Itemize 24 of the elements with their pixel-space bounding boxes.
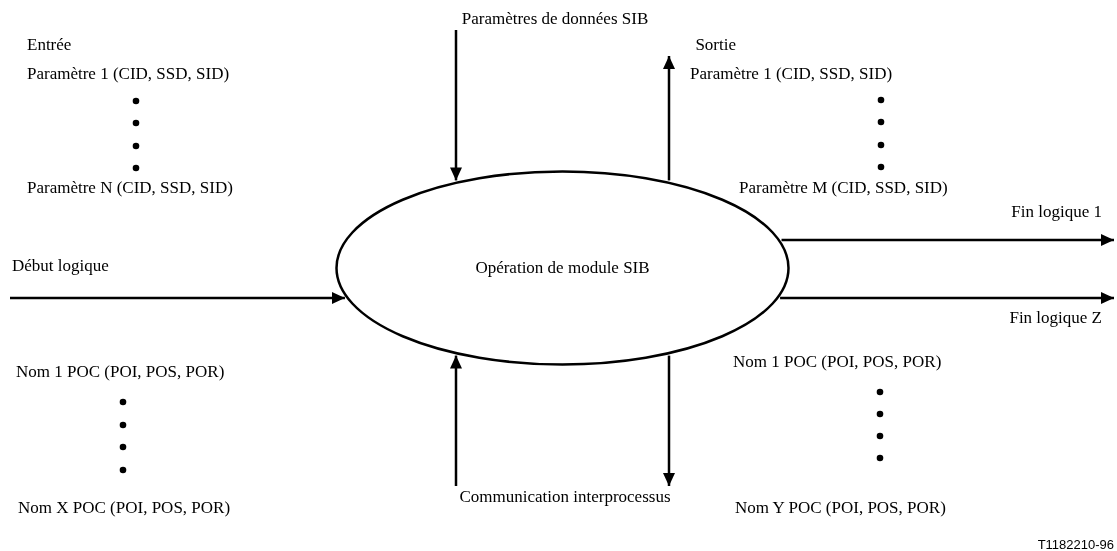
figure-number: T1182210-96 [1037,536,1114,551]
edge-label: Fin logique 1 [1011,202,1102,222]
parameter-label: Nom 1 POC (POI, POS, POR) [16,362,225,382]
edge-label: Fin logique Z [1009,308,1102,328]
parameter-label: Paramètre 1 (CID, SSD, SID) [27,64,230,84]
arrow [781,234,1114,246]
input-label: Sortie [695,35,736,55]
arrow [450,355,462,486]
edge-label: Début logique [12,256,109,276]
process-label: Opération de module SIB [475,258,650,278]
arrow [450,30,462,181]
arrow [10,292,345,304]
parameter-label: Paramètre 1 (CID, SSD, SID) [690,64,893,84]
arrow [663,56,675,181]
parameter-label: Nom X POC (POI, POS, POR) [18,498,231,518]
parameter-label: Nom 1 POC (POI, POS, POR) [733,352,942,372]
input-label: Paramètres de données SIB [461,9,649,29]
input-label: Communication interprocessus [459,487,671,507]
arrow [780,292,1114,304]
arrow [663,355,675,486]
parameter-label: Paramètre N (CID, SSD, SID) [27,178,233,198]
parameter-label: Entrée [27,35,72,55]
parameter-label: Paramètre M (CID, SSD, SID) [739,178,948,198]
parameter-label: Nom Y POC (POI, POS, POR) [735,498,946,518]
